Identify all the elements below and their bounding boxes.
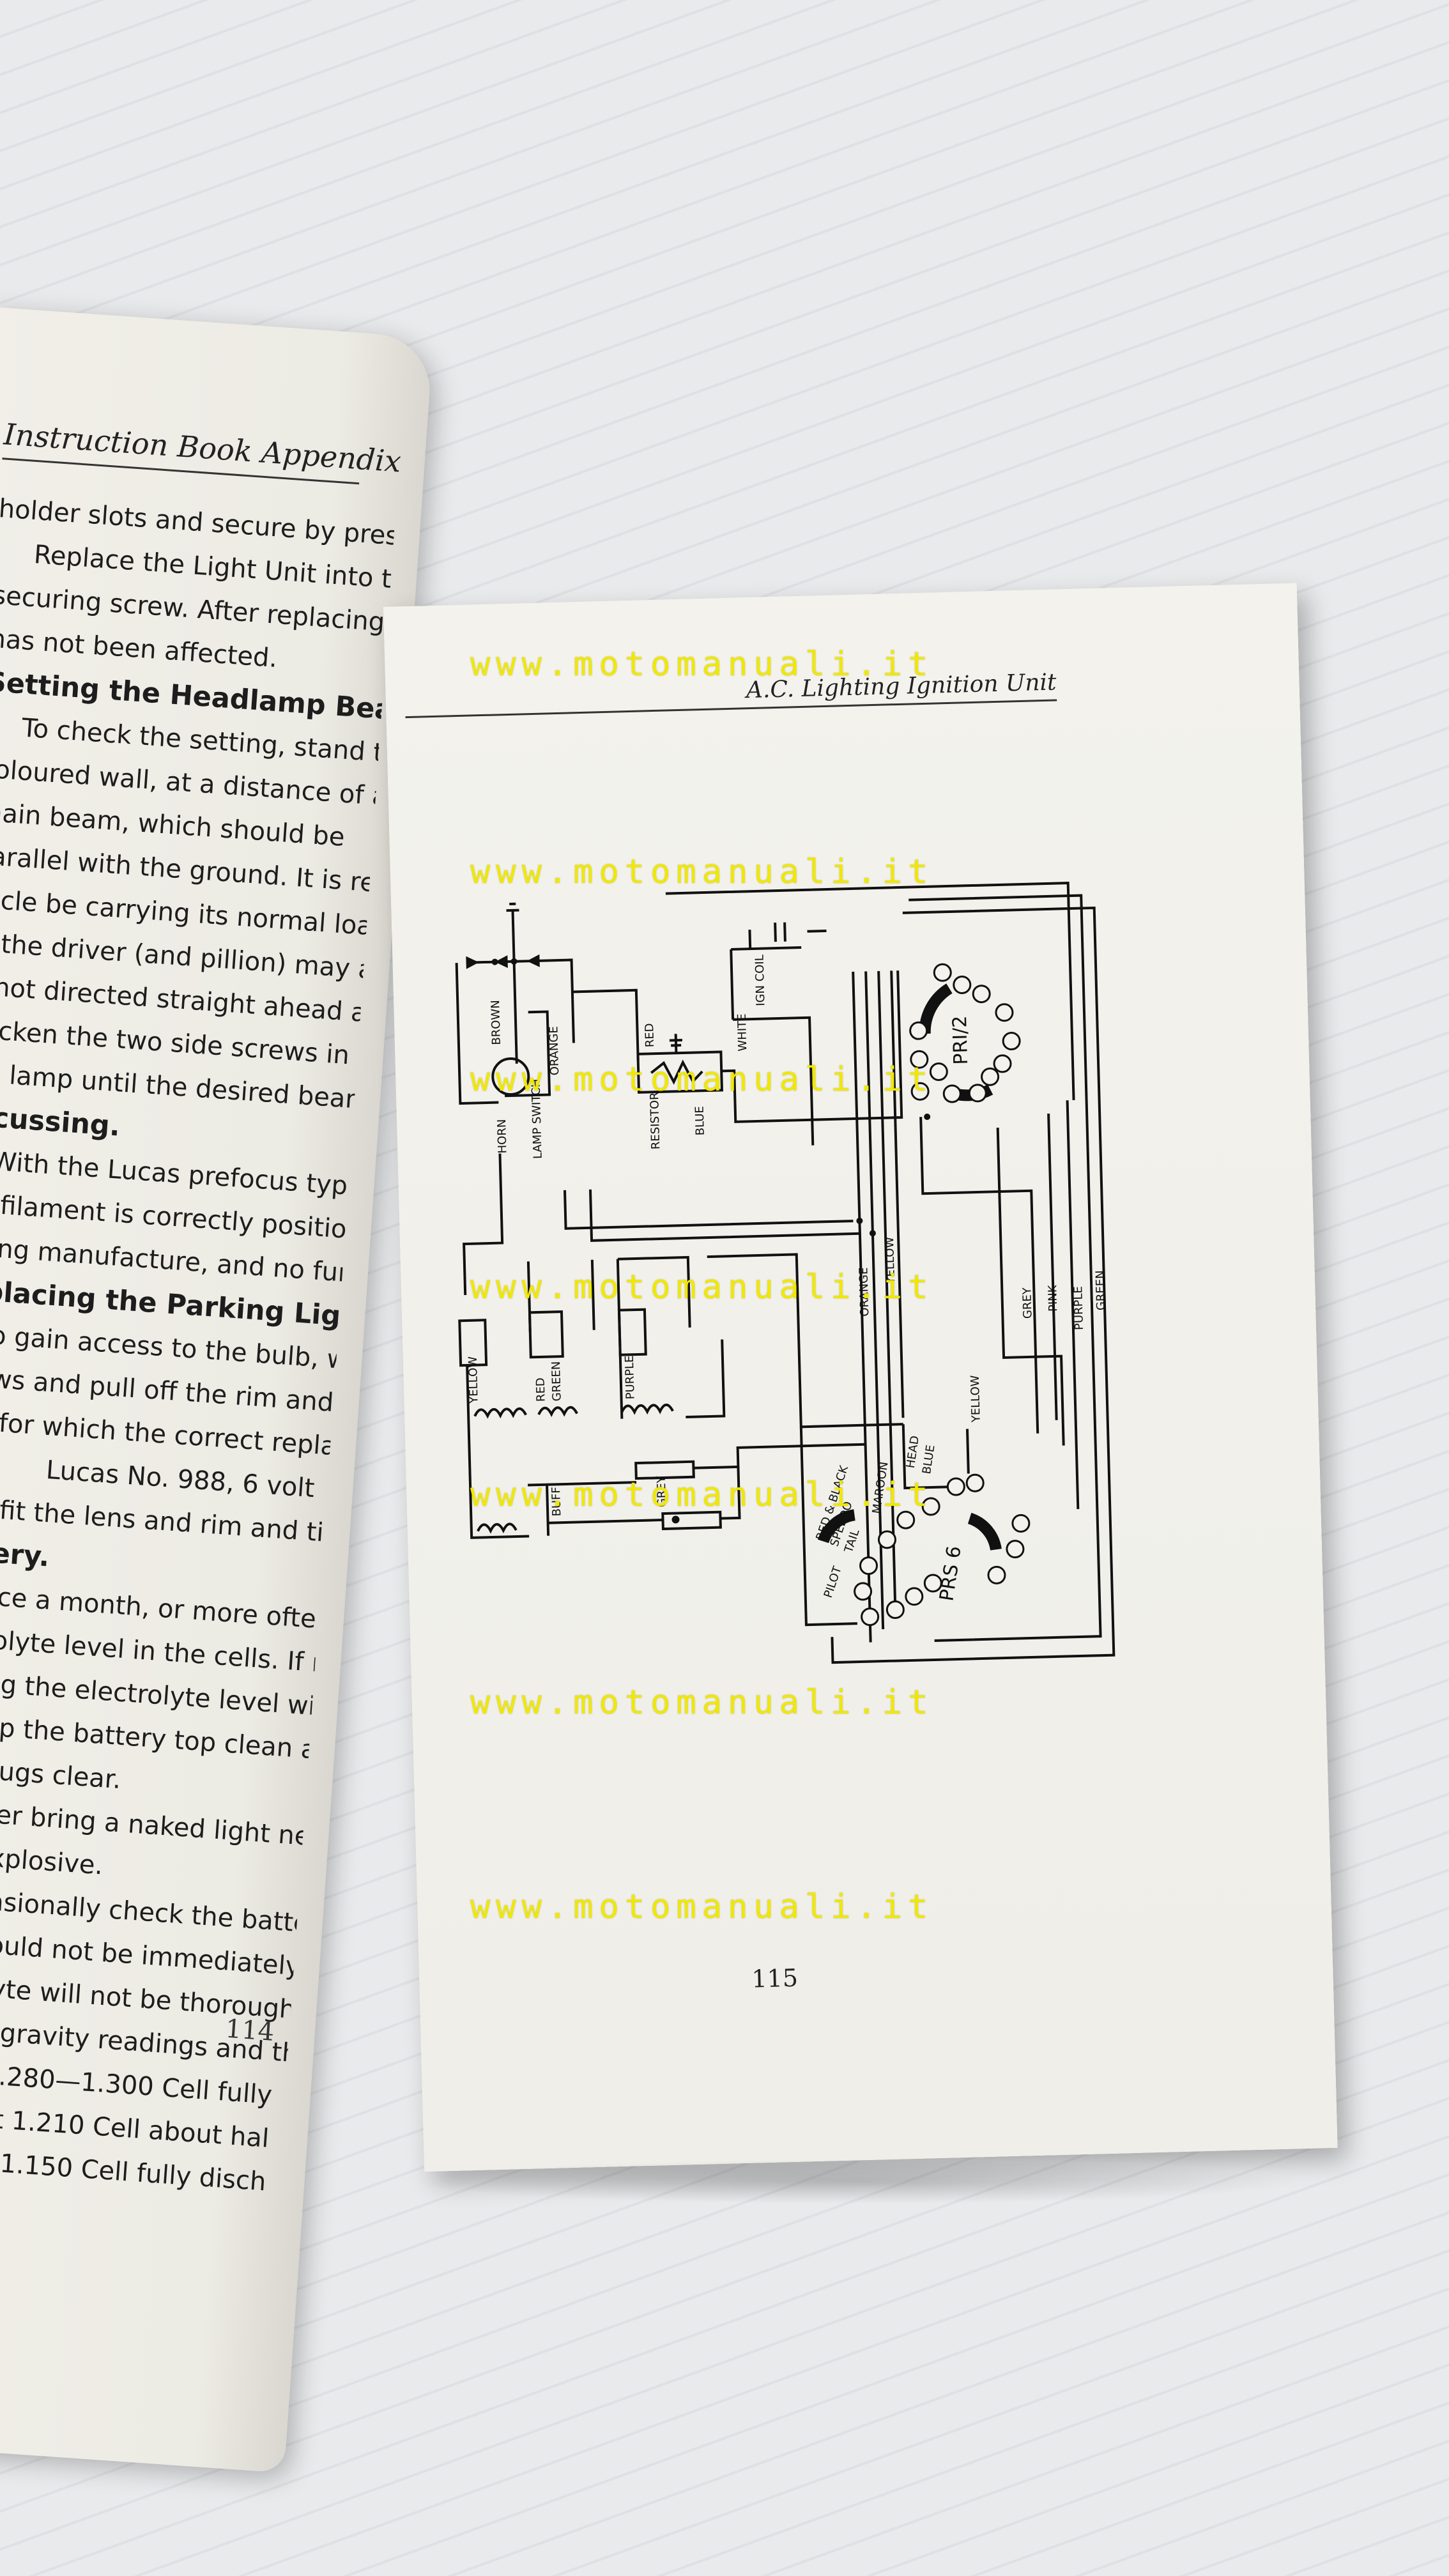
label-blue-low: BLUE (920, 1444, 938, 1475)
label-grey-low: GREY (655, 1475, 669, 1507)
watermark: www.motomanuali.it (470, 1683, 934, 1722)
watermark: www.motomanuali.it (470, 1888, 934, 1926)
right-page: A.C. Lighting Ignition Unit (383, 583, 1338, 2172)
label-grey: GREY (1020, 1287, 1034, 1319)
label-buff: BUFF (549, 1487, 564, 1517)
right-page-number: 115 (751, 1963, 799, 1993)
label-pri2: PRI/2 (949, 1015, 972, 1065)
label-brown: BROWN (489, 1000, 503, 1045)
watermark: www.motomanuali.it (470, 645, 934, 684)
watermark: www.motomanuali.it (470, 1268, 934, 1307)
label-blue: BLUE (693, 1106, 707, 1136)
label-orange-bus: ORANGE (857, 1267, 871, 1317)
label-prs6: PRS 6 (935, 1545, 965, 1603)
label-orange: ORANGE (547, 1026, 562, 1076)
label-pink: PINK (1046, 1284, 1060, 1312)
label-yellow-left: YELLOW (466, 1356, 481, 1404)
label-yellow-bus: YELLOW (883, 1236, 898, 1284)
label-resistor: RESISTOR (648, 1092, 663, 1149)
watermark: www.motomanuali.it (470, 853, 934, 891)
watermark: www.motomanuali.it (470, 1061, 934, 1099)
watermark: www.motomanuali.it (470, 1476, 934, 1514)
label-lamp-switch: LAMP SWITCH (529, 1078, 544, 1159)
wiring-diagram: BROWN ORANGE HORN LAMP SWITCH RED WHITE … (455, 882, 1116, 1664)
label-purple: PURPLE (1071, 1286, 1086, 1330)
left-page-header: Instruction Book Appendix (2, 417, 402, 485)
label-green: GREEN (1094, 1270, 1108, 1310)
label-red: RED (643, 1023, 657, 1047)
label-head: HEAD (904, 1435, 922, 1469)
label-purple-left: PURPLE (623, 1355, 638, 1399)
label-yellow-low: YELLOW (969, 1375, 983, 1423)
label-white: WHITE (735, 1013, 750, 1052)
label-ign-coil: IGN COIL (753, 954, 767, 1006)
book-shadow (409, 2159, 1303, 2204)
label-pilot: PILOT (822, 1564, 845, 1600)
label-horn: HORN (495, 1119, 509, 1153)
left-page: Instruction Book Appendix holder slots a… (0, 307, 434, 2473)
label-red-left: RED (534, 1377, 548, 1402)
left-page-number: 114 (224, 2014, 275, 2047)
label-green-left: GREEN (549, 1361, 564, 1401)
